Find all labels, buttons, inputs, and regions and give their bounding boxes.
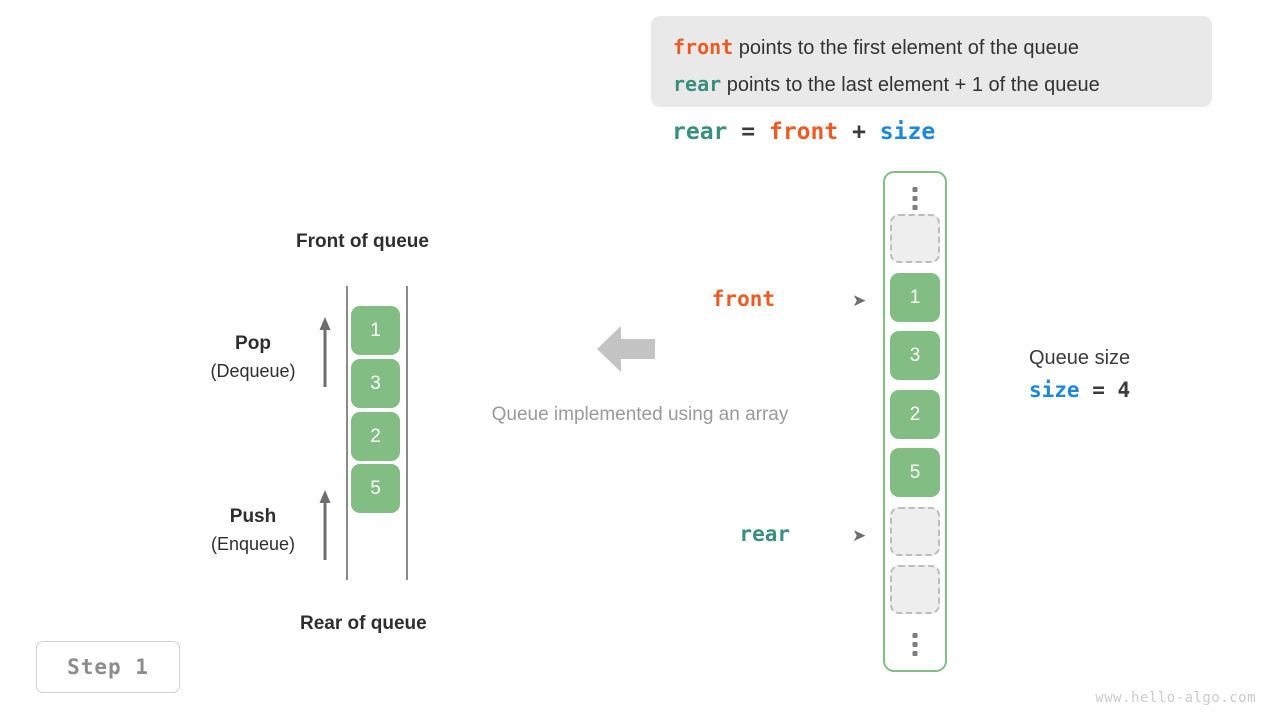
queue-size-title: Queue size	[1029, 347, 1131, 369]
formula-size: size	[879, 119, 936, 145]
rear-pointer-label: rear	[739, 522, 790, 546]
rear-keyword: rear	[673, 72, 722, 96]
watermark: www.hello-algo.com	[1095, 690, 1256, 706]
queue-cell: 2	[351, 412, 400, 461]
formula-plus: +	[852, 119, 866, 145]
pointer-definition-box: front points to the first element of the…	[651, 16, 1212, 107]
queue-cell: 5	[351, 464, 400, 513]
push-title: Push	[229, 506, 277, 527]
queue-size-note: Queue size size = 4	[1029, 343, 1130, 407]
step-badge-label: Step 1	[67, 655, 149, 679]
front-keyword: front	[673, 35, 734, 59]
array-slot-filled: 2	[890, 390, 940, 439]
diagram-caption: Queue implemented using an array	[491, 404, 789, 425]
formula-rear: rear	[672, 119, 728, 145]
array-slot-empty	[890, 565, 940, 614]
pop-arrow-icon	[319, 317, 331, 387]
size-number: 4	[1117, 378, 1131, 402]
front-pointer-label: front	[711, 287, 775, 311]
front-of-queue-label: Front of queue	[296, 231, 429, 252]
array-slot-filled: 3	[890, 331, 940, 380]
size-equals: =	[1092, 378, 1105, 402]
size-variable: size	[1029, 378, 1080, 402]
queue-size-value: size = 4	[1029, 373, 1130, 407]
front-pointer-caret-icon: ➤	[852, 291, 867, 310]
formula-equals: =	[741, 119, 756, 145]
note-line-front: front points to the first element of the…	[673, 29, 1190, 66]
array-slot-empty	[890, 214, 940, 263]
push-subtitle: (Enqueue)	[210, 534, 296, 554]
pop-title: Pop	[235, 333, 271, 354]
rear-pointer-caret-icon: ➤	[852, 526, 867, 545]
front-description: points to the first element of the queue	[738, 37, 1079, 59]
rear-formula: rear = front + size	[672, 119, 935, 145]
pop-label: Pop (Dequeue)	[178, 331, 328, 385]
array-container: 1 3 2 5	[883, 171, 947, 672]
formula-front: front	[768, 119, 839, 145]
push-label: Push (Enqueue)	[178, 504, 328, 558]
queue-rail-left	[346, 286, 348, 580]
step-badge: Step 1	[36, 641, 180, 693]
push-arrow-icon	[319, 490, 331, 560]
queue-cell: 1	[351, 306, 400, 355]
array-slot-empty	[890, 507, 940, 556]
queue-cell: 3	[351, 359, 400, 408]
rear-description: points to the last element + 1 of the qu…	[726, 74, 1100, 96]
array-slot-filled: 5	[890, 448, 940, 497]
note-line-rear: rear points to the last element + 1 of t…	[673, 66, 1190, 103]
rear-of-queue-label: Rear of queue	[300, 613, 427, 634]
pop-subtitle: (Dequeue)	[210, 361, 296, 381]
top-ellipsis-icon	[912, 187, 918, 210]
array-slot-filled: 1	[890, 273, 940, 322]
queue-rail-right	[406, 286, 408, 580]
bottom-ellipsis-icon	[912, 633, 918, 656]
left-arrow-icon	[597, 326, 655, 372]
